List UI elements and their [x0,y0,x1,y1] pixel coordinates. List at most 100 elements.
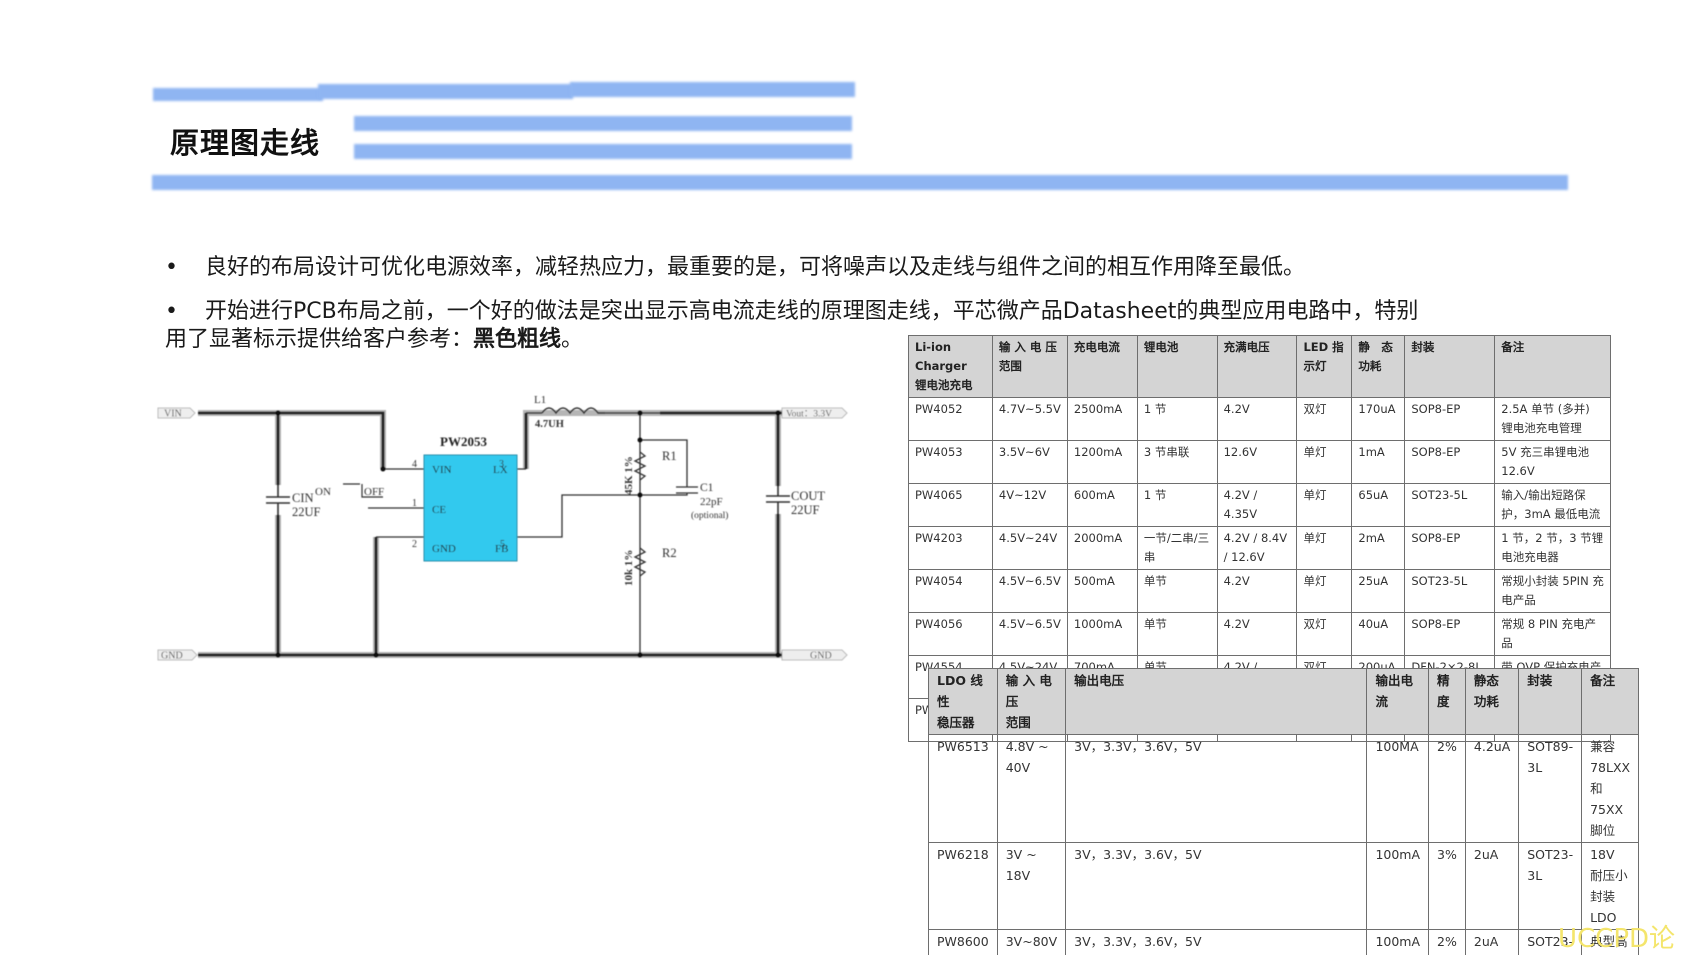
cout-value: 22UF [791,503,820,517]
switch-off-label: OFF [364,486,384,498]
table-cell: 双灯 [1296,612,1353,656]
c1-name: C1 [700,482,714,494]
net-flag-gnd-right: GND [781,649,848,662]
th-package: 封装 [1404,335,1496,398]
net-flag-vout: Vout：3.3V [781,407,848,420]
table-cell: 25uA [1351,569,1406,613]
table-cell: 一节/二串/三串 [1136,526,1218,570]
table-cell: 3.5V~6V [991,440,1068,484]
bullet-dot: • [165,299,178,324]
svg-text:GND: GND [810,651,832,662]
pin-fb-label: FB [495,543,508,555]
capacitor-cout-icon [766,486,790,514]
bullet-1-text: 良好的布局设计可优化电源效率，减轻热应力，最重要的是，可将噪声以及走线与组件之间… [205,255,1306,280]
table-cell: 40uA [1351,612,1406,656]
header-bar-top-left [153,88,323,101]
c1-value: 22pF [700,496,723,508]
table-cell: 4.8V ~ 40V [996,734,1067,843]
switch-on-off-icon [343,483,383,498]
resistor-r2-icon [633,547,647,577]
table-cell: SOP8-EP [1404,526,1496,570]
chip-name: PW2053 [440,434,487,449]
table-cell: 单节 [1136,569,1218,613]
bullet-1: •良好的布局设计可优化电源效率，减轻热应力，最重要的是，可将噪声以及走线与组件之… [165,254,1305,282]
th-battery: 锂电池 [1136,335,1218,398]
header-bar-top-right [570,82,855,97]
pin-vin-label: VIN [432,464,452,476]
table-cell: 4.2V [1216,397,1298,441]
table-cell: PW4203 [908,526,993,570]
table-cell: 1 节 [1136,483,1218,527]
header-bar-top-mid [318,84,573,99]
pin-5-num: 5 [500,539,505,550]
table-cell: 2% [1428,734,1466,843]
table-cell: 常规小封装 5PIN 充电产品 [1494,569,1611,613]
l1-name: L1 [534,394,546,406]
table-cell: PW6513 [928,734,998,843]
chip-pw2053 [423,454,518,562]
table-cell: 4V~12V [991,483,1068,527]
table-cell: SOP8-EP [1404,397,1496,441]
table-cell: 600mA [1066,483,1138,527]
th-ldo-notes: 备注 [1581,668,1640,735]
pin-gnd-label: GND [432,543,456,555]
table-cell: 双灯 [1296,397,1353,441]
bullet-2-text-line2: 用了显著标示提供给客户参考： [165,327,474,352]
table-cell: 4.2V [1216,612,1298,656]
bullet-2-emphasis: 黑色粗线 [473,327,562,352]
table-cell: 100mA [1366,842,1430,930]
svg-text:GND: GND [161,651,183,662]
table-cell: 2uA [1464,929,1520,955]
table-cell: 4.5V~6.5V [991,569,1068,613]
table-cell: PW4053 [908,440,993,484]
table-cell: 1mA [1351,440,1406,484]
table-cell: PW4065 [908,483,993,527]
table-cell: 170uA [1351,397,1406,441]
table-cell: PW4052 [908,397,993,441]
table-cell: 3V，3.3V，3.6V，5V [1065,842,1368,930]
table-cell: 2% [1428,929,1466,955]
pin-1-num: 1 [412,498,417,509]
table-cell: 单灯 [1296,440,1353,484]
th-notes: 备注 [1494,335,1611,398]
capacitor-cin-icon [266,485,290,515]
header-bar-mid-2 [354,144,852,159]
net-flag-vin: VIN [157,407,196,420]
th-ldo-accuracy: 精度 [1428,668,1466,735]
table-cell: 4.2uA [1464,734,1520,843]
th-quiescent: 静 态功耗 [1351,335,1406,398]
table-cell: 4.5V~24V [991,526,1068,570]
table-cell: 1 节 [1136,397,1218,441]
svg-text:VIN: VIN [164,409,182,420]
inductor-l1-icon [541,407,605,415]
pin-4-num: 4 [412,459,417,470]
table-cell: 3 节串联 [1136,440,1218,484]
capacitor-c1-icon [676,486,698,494]
table-cell: 常规 8 PIN 充电产品 [1494,612,1611,656]
junction-dots [275,410,781,658]
table-cell: 4.5V~6.5V [991,612,1068,656]
table-cell: SOT23-3L [1518,842,1583,930]
thick-trace [198,411,782,657]
c1-note: (optional) [691,510,728,521]
table-cell: 100MA [1366,734,1430,843]
table-cell: 100mA [1366,929,1430,955]
pin-2-num: 2 [412,539,417,550]
th-led: LED 指示灯 [1296,335,1353,398]
r1-name: R1 [662,449,677,463]
table-cell: 输入/输出短路保护，3mA 最低电流 [1494,483,1611,527]
table-cell: PW4056 [908,612,993,656]
cout-name: COUT [791,489,825,503]
th-ldo-model: LDO 线性稳压器 [928,668,998,735]
th-ldo-package: 封装 [1518,668,1583,735]
table-cell: SOP8-EP [1404,612,1496,656]
table-cell: 3V ~ 18V [996,842,1067,930]
th-ldo-quiescent: 静态功耗 [1464,668,1520,735]
table-cell: 4.2V [1216,569,1298,613]
bullet-2-suffix: 。 [561,327,584,352]
